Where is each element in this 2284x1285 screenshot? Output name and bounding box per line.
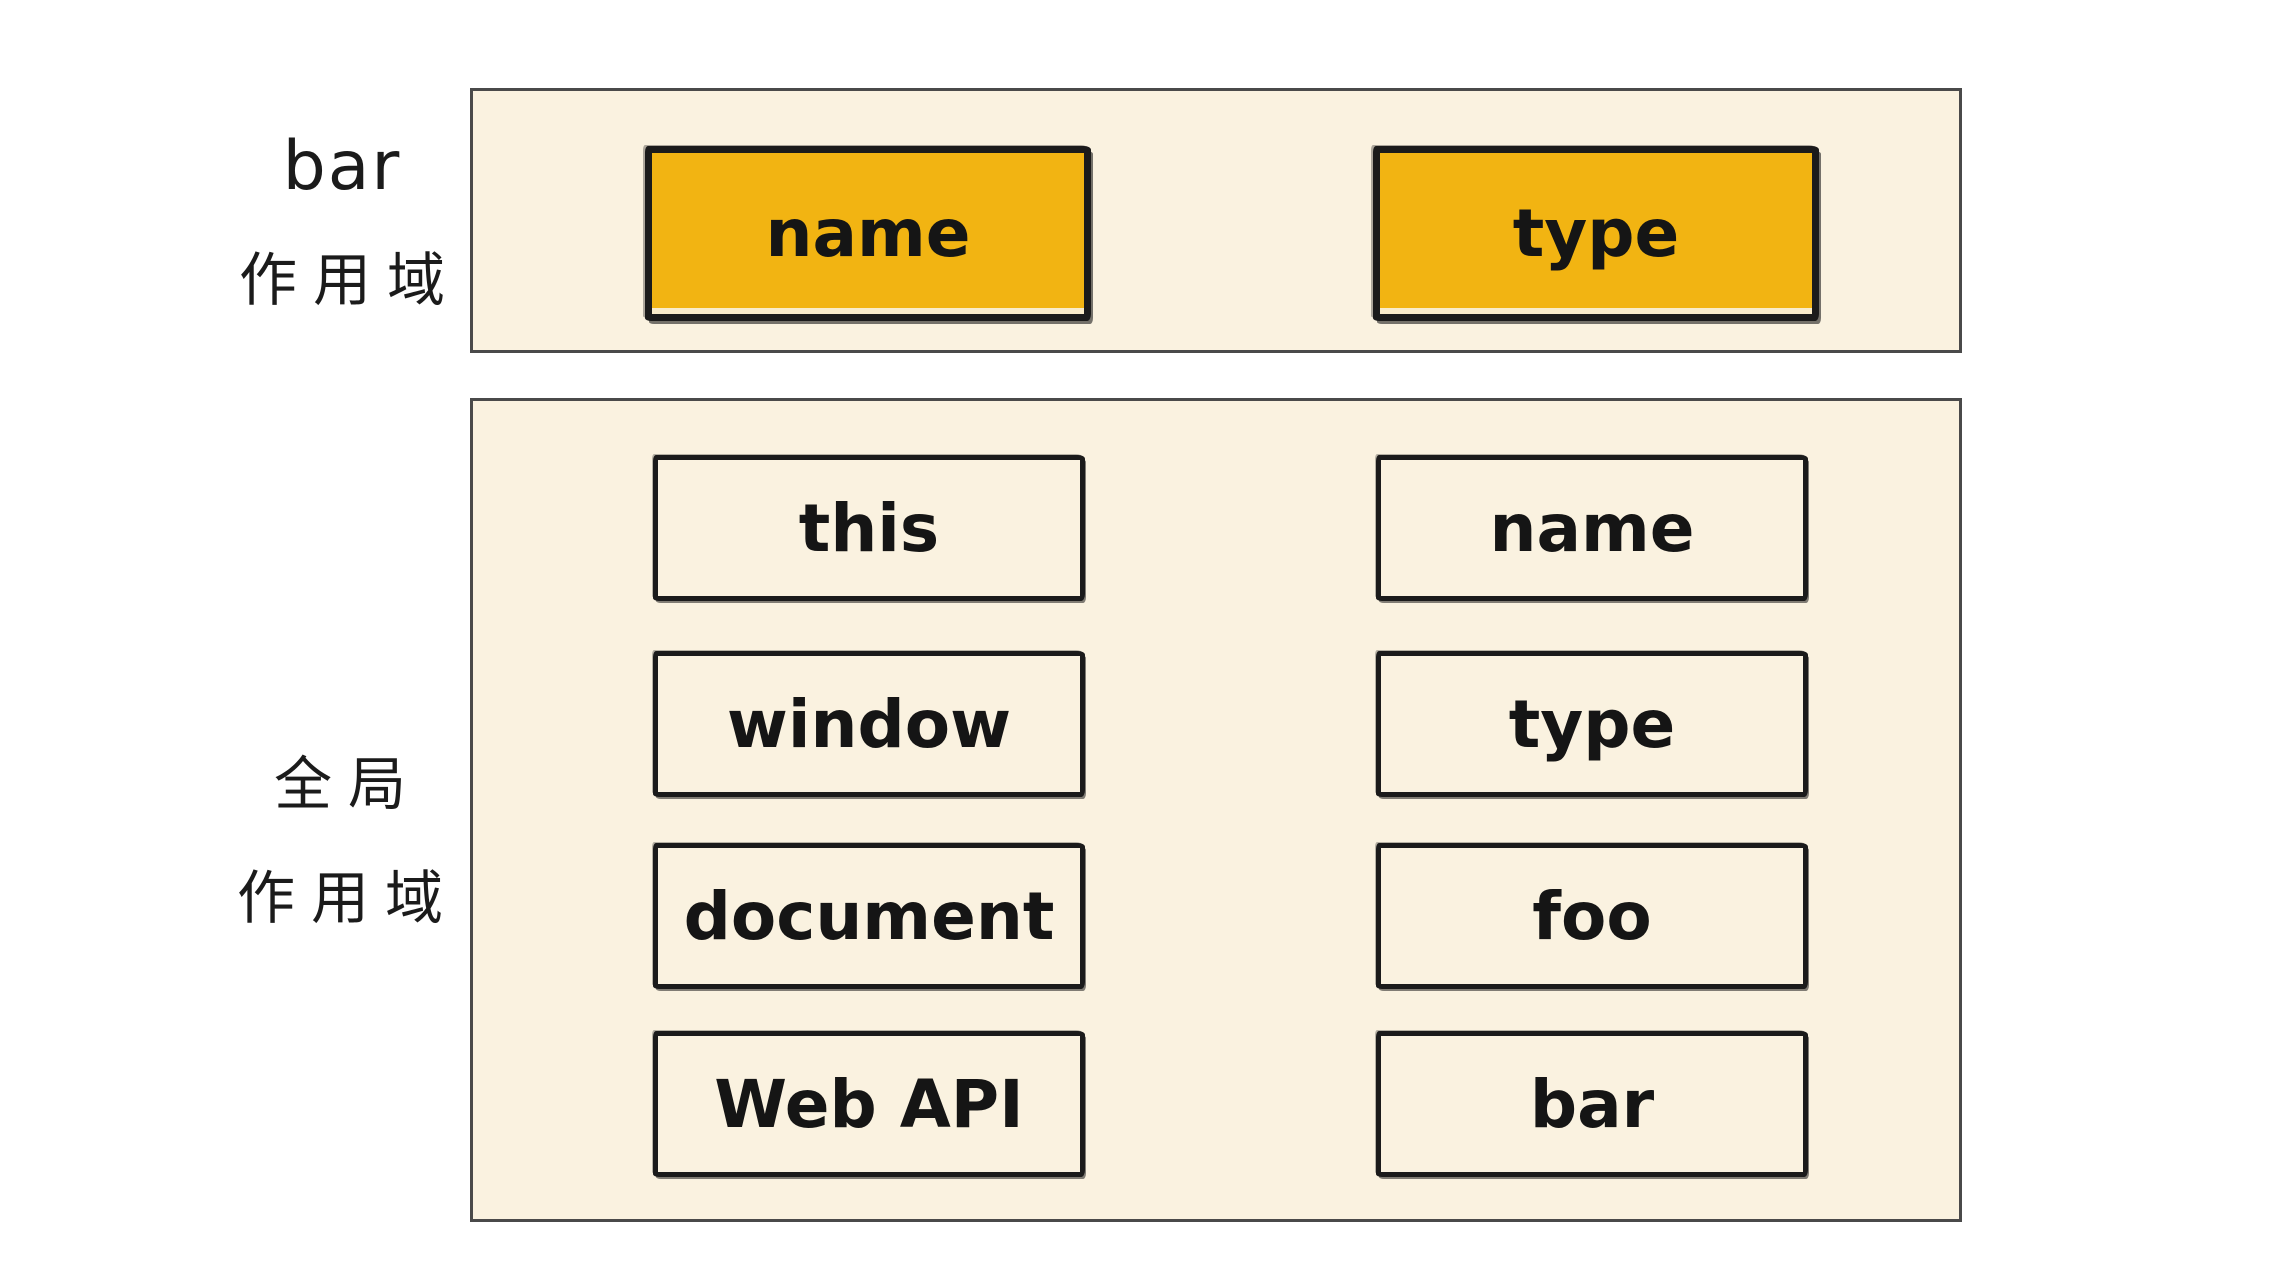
bar-scope-variable-type: type (1373, 146, 1819, 321)
global-scope-variable-bar: bar (1376, 1031, 1808, 1177)
global-scope-panel: this window document Web API name type f… (470, 398, 1962, 1222)
global-scope-variable-name: name (1376, 455, 1808, 601)
bar-scope-variable-name: name (645, 146, 1091, 321)
global-scope-label-line1: 全局 (273, 750, 422, 818)
bar-scope-panel: name type (470, 88, 1962, 353)
bar-scope-label-en: bar (282, 127, 402, 206)
global-scope-variable-type: type (1376, 651, 1808, 797)
global-scope-label-line2: 作用域 (236, 864, 459, 932)
global-scope-variable-foo: foo (1376, 843, 1808, 989)
global-scope-variable-window: window (653, 651, 1085, 797)
global-scope-variable-document: document (653, 843, 1085, 989)
bar-scope-label-zh: 作用域 (238, 246, 461, 314)
bar-scope-label: bar 作用域 (172, 128, 512, 316)
global-scope-label: 全局 作用域 (170, 706, 510, 934)
global-scope-variable-web-api: Web API (653, 1031, 1085, 1177)
global-scope-variable-this: this (653, 455, 1085, 601)
